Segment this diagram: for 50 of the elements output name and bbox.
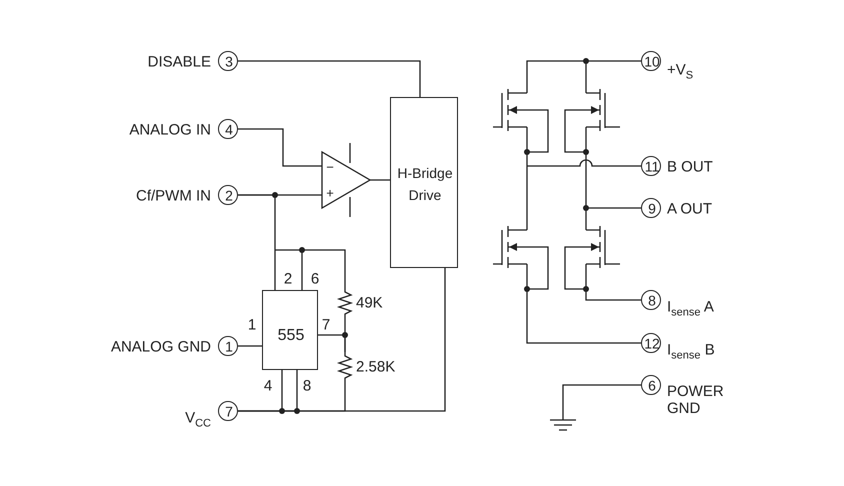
pin-label: B OUT <box>667 158 713 176</box>
pin-label: V$_{CC}$ <box>185 410 211 426</box>
pin-label: POWER GND <box>667 383 725 417</box>
pin-number: 7 <box>225 404 233 420</box>
wire <box>318 334 346 352</box>
wire <box>238 60 421 97</box>
pin-number: 1 <box>225 338 233 356</box>
pin-number: 12 <box>644 336 660 352</box>
resistor-value: 2.58K <box>356 358 396 376</box>
block-label: H-Bridge Drive <box>396 164 454 205</box>
wire <box>620 342 641 344</box>
pin-number: 2 <box>225 188 233 204</box>
pin-number: 8 <box>302 378 312 394</box>
pin-label: I$_{sense}$ B <box>667 342 715 358</box>
pin-number: 4 <box>225 122 233 138</box>
pin-label: ANALOG GND <box>110 338 211 356</box>
pin-number: 3 <box>225 54 233 70</box>
minus-sign: − <box>326 158 334 176</box>
wire <box>620 60 641 62</box>
plus-sign: + <box>326 184 334 202</box>
wire <box>562 384 641 409</box>
wire <box>238 128 322 167</box>
block-box <box>390 97 458 268</box>
ic-label: 555 <box>276 326 306 346</box>
pin-number: 6 <box>310 270 320 288</box>
resistor-value: 49K <box>356 294 383 312</box>
wire <box>238 268 446 412</box>
pin-label: I$_{sense}$ A <box>667 298 714 316</box>
pin-number: 6 <box>648 378 656 394</box>
pin-number: 11 <box>644 158 660 176</box>
pin-label: +V$_{S}$ <box>667 62 694 78</box>
pin-number: 1 <box>248 316 256 334</box>
wire <box>370 179 390 181</box>
pin-number: 2 <box>284 270 292 288</box>
pin-label: A OUT <box>667 200 712 218</box>
pin-label: ANALOG IN <box>129 122 211 138</box>
wire <box>238 194 276 290</box>
pin-number: 8 <box>648 292 656 310</box>
wire <box>620 299 641 301</box>
wire <box>620 207 641 209</box>
pin-number: 9 <box>648 200 656 218</box>
pin-number: 10 <box>644 54 660 70</box>
ic-box <box>262 290 318 370</box>
pin-number: 7 <box>322 316 330 334</box>
wire <box>301 249 346 290</box>
pin-label: DISABLE <box>148 54 211 70</box>
wire <box>238 345 262 347</box>
pin-number: 4 <box>264 378 272 394</box>
wire <box>620 165 641 167</box>
pin-label: Cf/PWM IN <box>136 188 211 204</box>
